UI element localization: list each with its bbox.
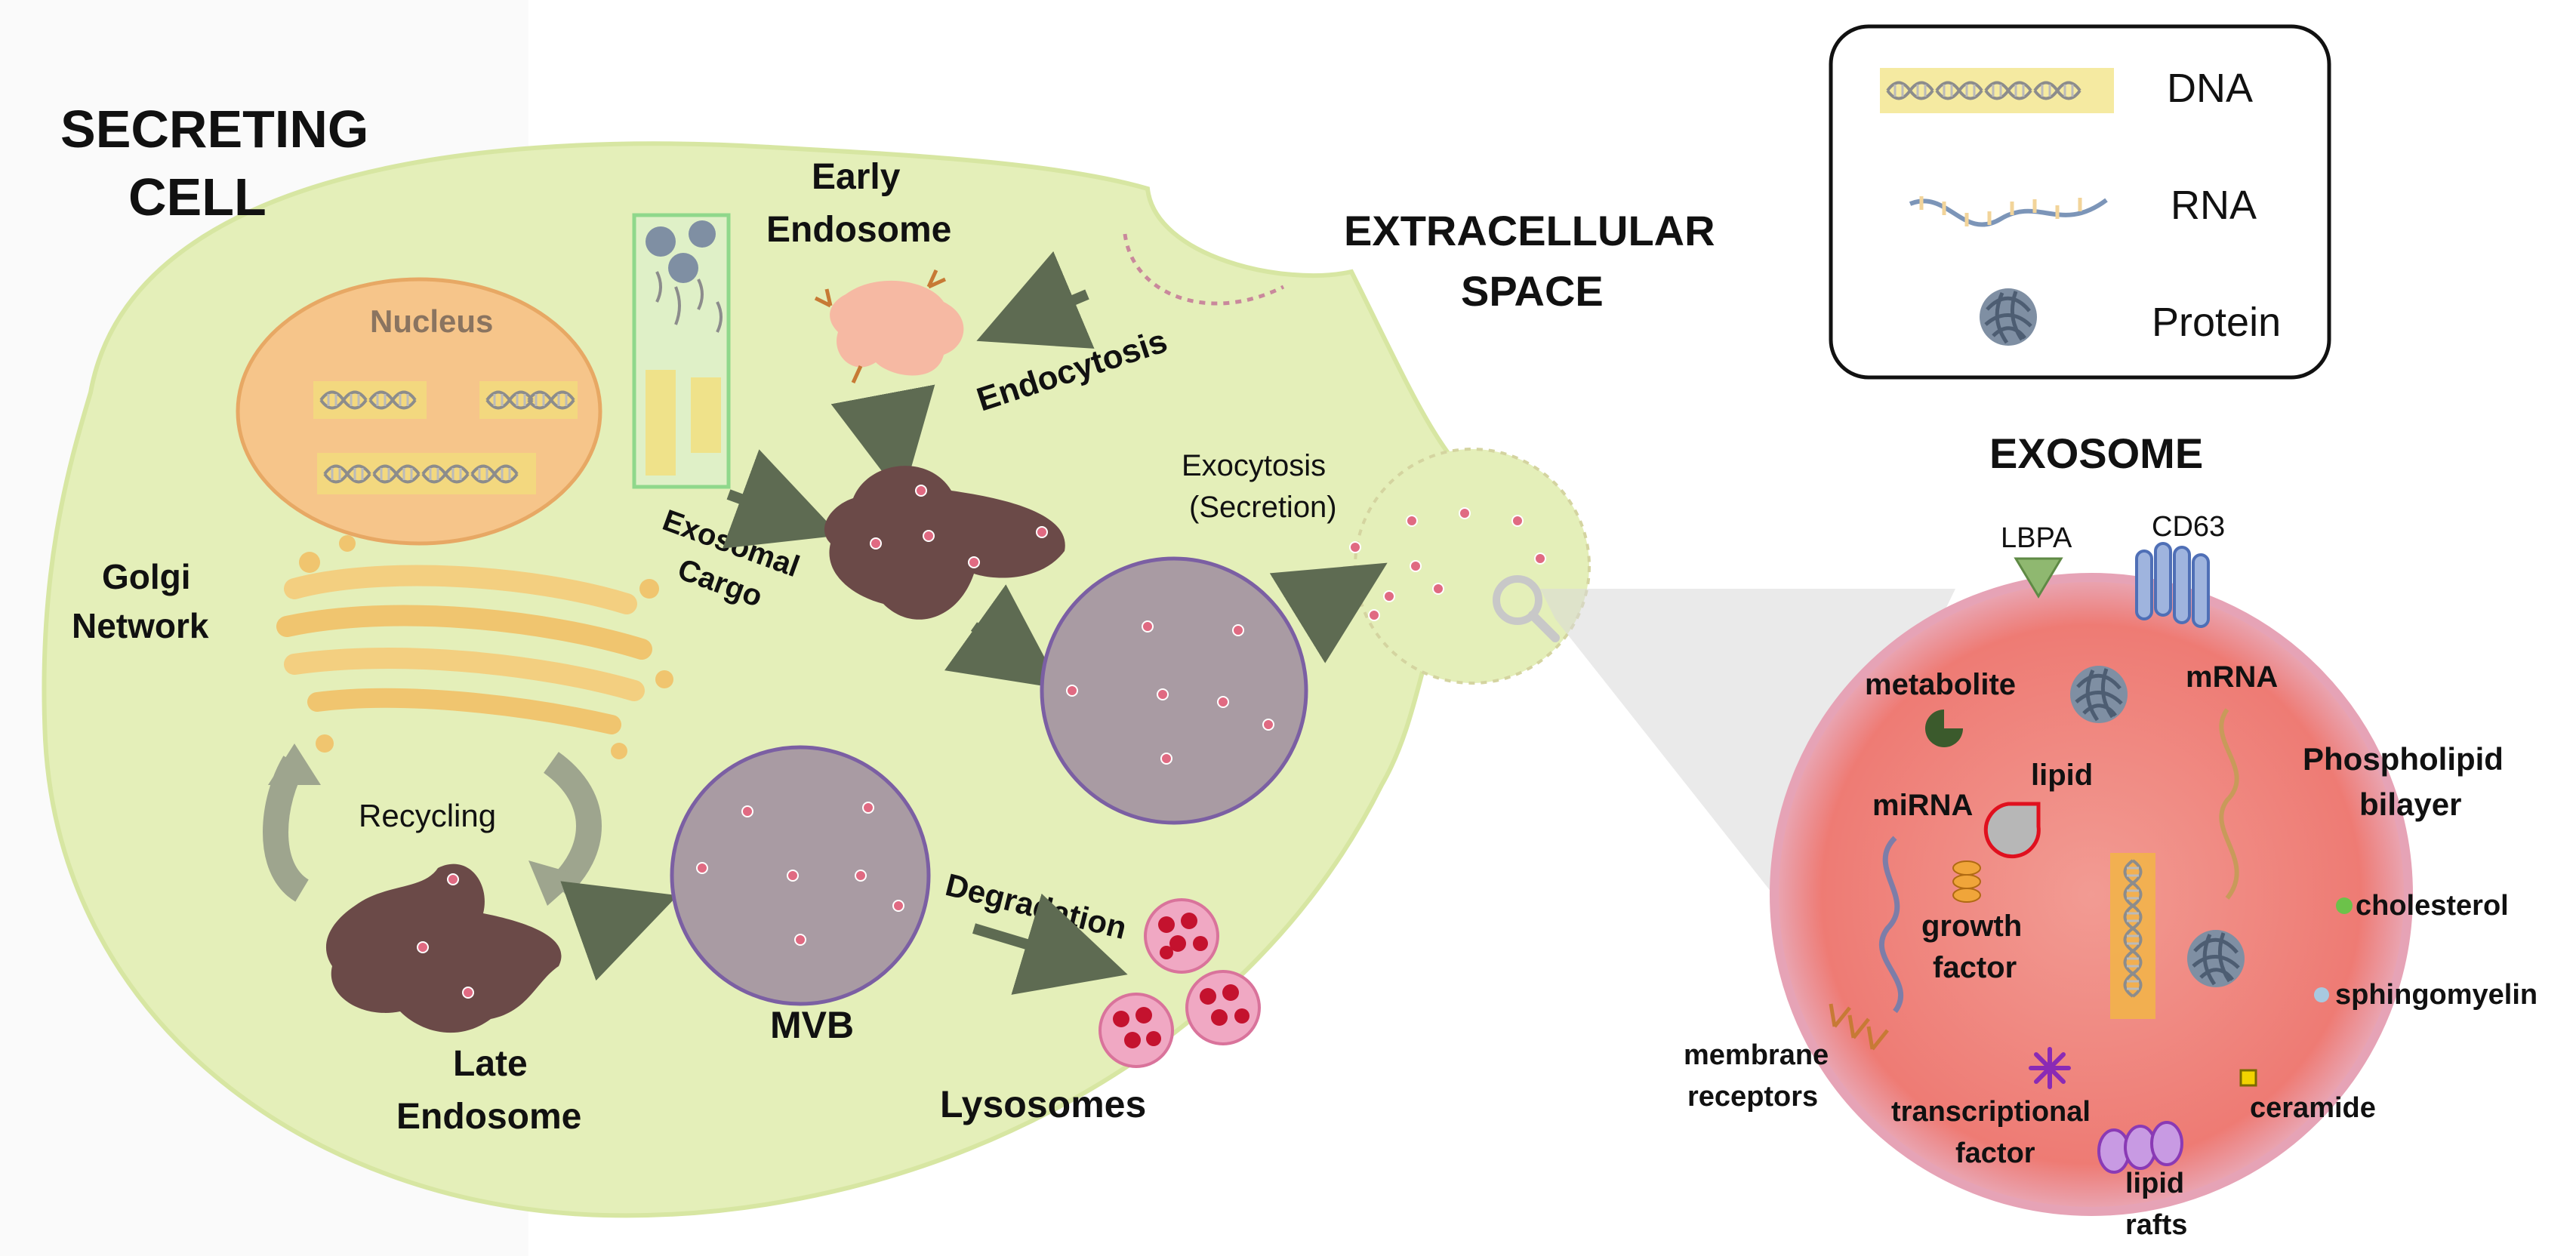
arrow-late-to-mvb — [560, 881, 678, 981]
cd63-label: CD63 — [2152, 511, 2225, 543]
golgi-label-line1: Golgi — [102, 557, 191, 596]
exosome-title: EXOSOME — [1989, 429, 2203, 477]
phospholipid-line1: Phospholipid — [2303, 741, 2504, 777]
late-endosome — [325, 864, 562, 1033]
cd63-icon — [2135, 542, 2210, 628]
legend-rna-label: RNA — [2171, 183, 2257, 228]
nucleus-dna — [313, 381, 578, 494]
extracellular-line1: EXTRACELLULAR — [1344, 207, 1715, 254]
arrow-endosome-to-mvb — [944, 584, 1062, 689]
lysosomes — [1098, 898, 1261, 1068]
ceramide-label: ceramide — [2250, 1092, 2376, 1124]
early-endosome — [830, 280, 964, 376]
transcriptional-factor-line1: transcriptional — [1891, 1096, 2091, 1128]
cholesterol-icon — [2336, 897, 2353, 914]
sphingomyelin-label: sphingomyelin — [2335, 979, 2537, 1011]
golgi-apparatus — [276, 535, 673, 759]
growth-factor-icon — [1952, 860, 1981, 903]
early-endosome-line2: Endosome — [766, 210, 951, 250]
growth-factor-line2: factor — [1933, 951, 2017, 984]
membrane-receptors-line1: membrane — [1684, 1039, 1829, 1071]
early-endosome-receptors — [814, 269, 947, 384]
lbpa-label: LBPA — [2001, 522, 2072, 554]
early-endosome-line1: Early — [812, 157, 901, 197]
metabolite-icon — [1925, 710, 1963, 747]
growth-factor-line1: growth — [1921, 910, 2022, 943]
extracellular-line2: SPACE — [1461, 267, 1604, 315]
lysosomes-label: Lysosomes — [940, 1083, 1146, 1125]
late-endosome-line2: Endosome — [396, 1097, 581, 1137]
cholesterol-label: cholesterol — [2356, 890, 2509, 922]
exosome-protein-icon-2 — [2187, 930, 2245, 987]
exocytosis-bud — [1354, 448, 1591, 685]
mvb-label: MVB — [770, 1004, 854, 1046]
transcriptional-factor-line2: factor — [1955, 1137, 2035, 1169]
arrow-degradation — [972, 893, 1128, 995]
mirna-icon — [1879, 836, 1903, 1014]
late-endosome-line1: Late — [453, 1044, 528, 1084]
lipid-rafts-line2: rafts — [2125, 1209, 2187, 1241]
cell-title-line1: SECRETING — [60, 100, 368, 159]
legend-protein-label: Protein — [2152, 300, 2281, 345]
endocytosis-pit — [1123, 233, 1285, 306]
sphingomyelin-icon — [2314, 987, 2329, 1002]
phospholipid-line2: bilayer — [2359, 787, 2461, 822]
ceramide-icon — [2239, 1069, 2257, 1087]
recycling-arrows — [263, 743, 602, 906]
metabolite-label: metabolite — [1865, 668, 2016, 701]
exosomal-cargo-box — [632, 213, 731, 489]
cell-title-line2: CELL — [128, 168, 267, 226]
legend: DNA RNA Protein — [1829, 24, 2331, 380]
dna-icon — [1880, 68, 2114, 113]
exocytosis-line1: Exocytosis — [1182, 449, 1326, 482]
lbpa-icon — [2014, 557, 2063, 599]
transcriptional-factor-icon — [2029, 1047, 2071, 1089]
lipid-icon — [1983, 802, 2041, 859]
exocytosis-line2: (Secretion) — [1189, 491, 1337, 524]
rna-icon — [1909, 196, 2108, 227]
sorting-endosome — [824, 466, 1065, 620]
mirna-label: miRNA — [1872, 789, 1973, 822]
lipid-rafts-line1: lipid — [2125, 1168, 2184, 1199]
mrna-label: mRNA — [2186, 660, 2278, 694]
exosome-protein-icon-1 — [2070, 666, 2128, 723]
legend-dna-label: DNA — [2167, 66, 2253, 111]
mrna-icon — [2219, 708, 2239, 900]
arrow-mvb-to-exocytosis — [1269, 562, 1388, 663]
endocytosis-arrow — [976, 251, 1095, 349]
magnifier-icon — [1493, 575, 1560, 642]
lipid-rafts-icon — [2097, 1121, 2183, 1174]
protein-icon — [1980, 288, 2037, 346]
golgi-label-line2: Network — [72, 606, 209, 645]
mvb-secretory — [1040, 556, 1308, 825]
membrane-receptors-line2: receptors — [1687, 1081, 1818, 1113]
recycling-label: Recycling — [359, 798, 496, 833]
membrane-receptors-icon — [1829, 1003, 1889, 1051]
exosome-dna-icon — [2110, 853, 2155, 1019]
mvb-degradative — [670, 745, 931, 1006]
zoom-cone — [1540, 589, 1955, 944]
arrow-early-to-endosome — [830, 384, 935, 499]
arrow-cargo-to-endosome — [722, 449, 840, 549]
nucleus-label: Nucleus — [370, 303, 493, 339]
lipid-label: lipid — [2031, 759, 2093, 792]
